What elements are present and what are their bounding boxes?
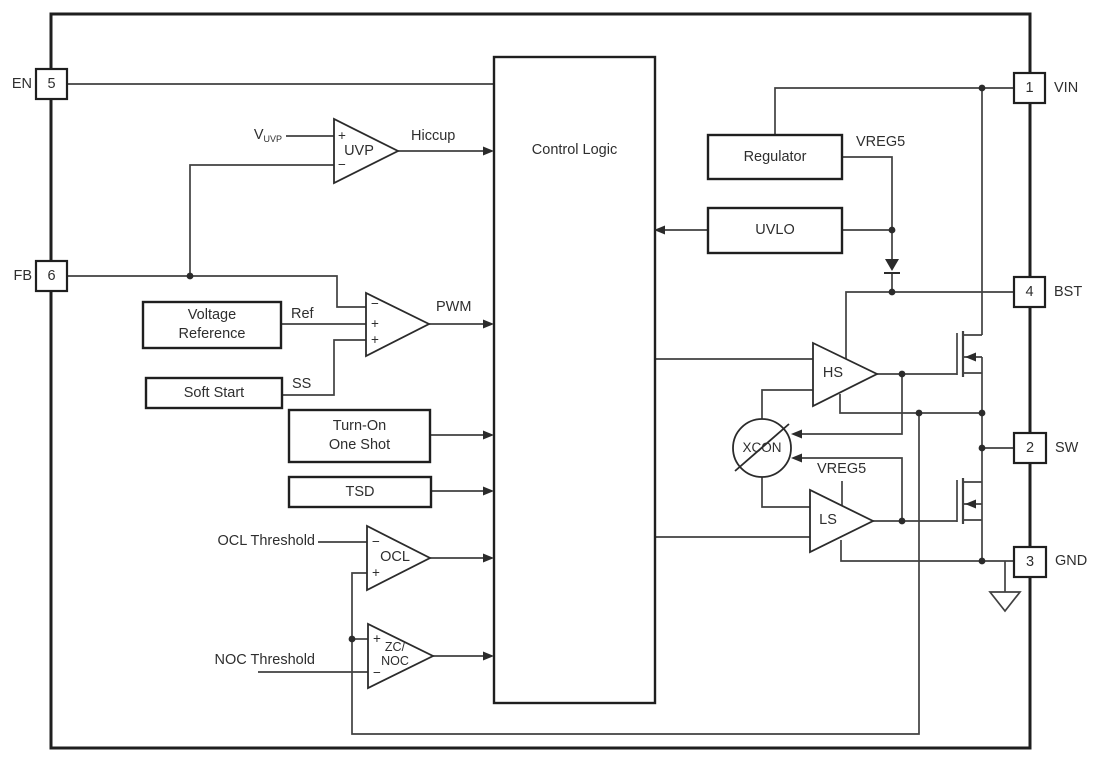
- vreg5-top-label: VREG5: [856, 134, 906, 150]
- pwm-plus2-sign: +: [371, 332, 379, 347]
- hs-driver-name: HS: [822, 365, 844, 381]
- vreg5-ls-label: VREG5: [817, 461, 867, 477]
- soft-start-label: Soft Start: [183, 384, 245, 401]
- hs-mosfet-icon: [956, 331, 982, 377]
- tsd-box: [287, 475, 433, 509]
- hs-rail: [839, 394, 982, 414]
- uvp-minus-sign: −: [338, 157, 346, 172]
- fb-wire: [67, 275, 366, 308]
- pwm-label: PWM: [436, 299, 472, 315]
- junction-dots: [186, 84, 986, 643]
- uvp-plus-sign: +: [338, 128, 346, 143]
- pin-box-sw: [1012, 431, 1048, 465]
- ls-xcon-wire: [800, 457, 903, 521]
- ss-label: SS: [292, 376, 312, 392]
- xcon-symbol: [732, 418, 792, 478]
- pin-label-vin: VIN: [1054, 80, 1079, 96]
- xcon-ls-arrow: [791, 453, 802, 463]
- ref-label: Ref: [291, 306, 314, 322]
- tsd-arrow: [483, 486, 494, 496]
- fb-uvp-wire: [189, 164, 334, 276]
- hiccup-label: Hiccup: [411, 128, 456, 144]
- one-shot-label: Turn-On One Shot: [328, 418, 391, 453]
- vreg5-wire: [842, 156, 893, 292]
- pin-label-gnd: GND: [1055, 553, 1088, 569]
- control-logic-box: [492, 55, 657, 705]
- control-logic-label: Control Logic: [531, 141, 618, 158]
- wires: [67, 83, 1014, 735]
- voltage-reference-box: [141, 300, 283, 350]
- uvlo-arrow: [654, 225, 665, 235]
- one-shot-arrow: [483, 430, 494, 440]
- regulator-box: [706, 133, 844, 181]
- hs-driver: [812, 341, 880, 408]
- pin-number-en: 5: [47, 75, 56, 92]
- gnd-rail: [840, 540, 1014, 562]
- pwm-plus1-sign: +: [371, 316, 379, 331]
- one-shot-box: [287, 408, 432, 464]
- zc-minus-sign: −: [373, 665, 381, 680]
- ls-driver-name: LS: [819, 512, 837, 528]
- chip-outline: [49, 12, 1032, 750]
- pin-label-sw: SW: [1055, 440, 1079, 456]
- pin-box-en: [34, 67, 69, 101]
- block-rects: [141, 55, 844, 705]
- vuvp-base: V: [253, 127, 264, 143]
- pin-label-bst: BST: [1054, 284, 1083, 300]
- pin-number-sw: 2: [1025, 439, 1035, 456]
- pwm-minus-sign: −: [371, 296, 379, 311]
- ocl-minus-sign: −: [372, 534, 380, 549]
- ocl-name: OCL: [380, 549, 410, 565]
- xcon-ls-link: [761, 477, 810, 508]
- ls-mosfet-icon: [956, 478, 982, 524]
- current-sense-wire: [351, 413, 920, 735]
- pin-label-fb: FB: [13, 268, 32, 284]
- hs-xcon-wire: [800, 374, 903, 435]
- pin-box-vin: [1012, 71, 1047, 105]
- bst-wire: [845, 291, 1014, 361]
- vuvp-subscript: UVP: [263, 134, 282, 144]
- zc-arrow: [483, 651, 494, 661]
- ocl-threshold-label: OCL Threshold: [217, 533, 315, 549]
- ls-driver: [809, 488, 876, 554]
- xcon-name: XCON: [742, 440, 782, 455]
- vuvp-label: VUVP: [234, 127, 282, 145]
- ocl-arrow: [483, 553, 494, 563]
- pwm-arrow: [483, 319, 494, 329]
- pwm-comparator: [365, 291, 432, 358]
- voltage-reference-label: Voltage Reference: [178, 307, 246, 342]
- arrowheads: [483, 146, 802, 661]
- tsd-label: TSD: [345, 483, 375, 500]
- uvp-name: UVP: [344, 142, 374, 159]
- soft-start-box: [144, 376, 284, 410]
- zc-noc-comparator: [367, 622, 436, 690]
- pin-box-fb: [34, 259, 69, 293]
- uvlo-box: [706, 206, 844, 255]
- zc-noc-name: ZC/ NOC: [381, 640, 409, 668]
- triangles: [333, 117, 880, 690]
- ocl-comparator: [366, 524, 432, 592]
- uvp-comparator: [333, 117, 401, 185]
- pin-number-gnd: 3: [1025, 553, 1035, 570]
- regulator-label: Regulator: [743, 148, 807, 165]
- pin-box-gnd: [1012, 545, 1048, 579]
- xcon-hs-link: [761, 389, 813, 419]
- noc-threshold-label: NOC Threshold: [214, 652, 315, 668]
- pin-label-en: EN: [11, 76, 32, 92]
- pin-number-fb: 6: [47, 267, 56, 284]
- pin-boxes: [34, 67, 1048, 579]
- ocl-plus-sign: +: [372, 565, 380, 580]
- pin-number-vin: 1: [1025, 79, 1034, 96]
- uvlo-label: UVLO: [755, 222, 795, 238]
- pin-number-bst: 4: [1025, 283, 1034, 300]
- pin-box-bst: [1012, 275, 1047, 309]
- hiccup-arrow: [483, 146, 494, 156]
- bootstrap-diode: [884, 259, 900, 274]
- zc-plus-sign: +: [373, 631, 381, 646]
- ground-symbol-icon: [988, 591, 1022, 613]
- ss-wire: [282, 339, 366, 396]
- xcon-hs-arrow: [791, 429, 802, 439]
